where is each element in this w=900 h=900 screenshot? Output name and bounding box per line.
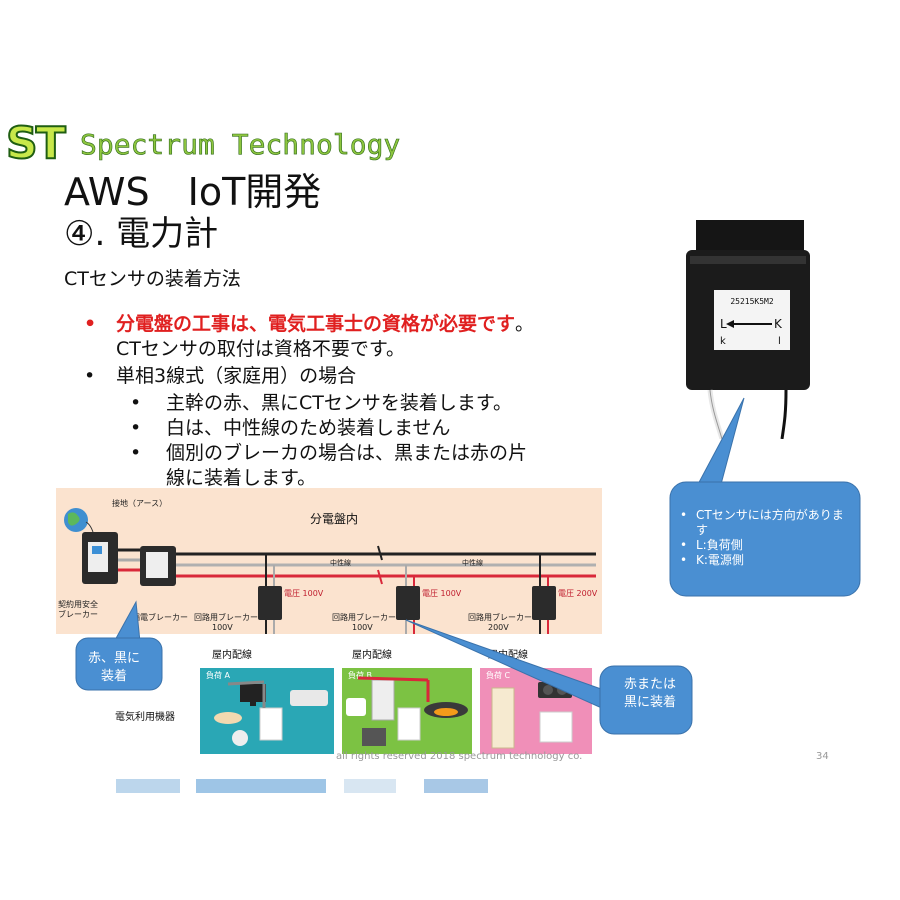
blur-strip xyxy=(196,779,326,793)
callout-left-text: 赤、黒に装着 xyxy=(87,651,140,684)
load-c-label: 負荷 C xyxy=(486,671,511,680)
bullet-item: • 分電盤の工事は、電気工事士の資格が必要です。CTセンサの取付は資格不要です。 xyxy=(84,312,554,362)
indoor-wiring-label-1: 屋内配線 xyxy=(212,650,252,661)
callout-right xyxy=(669,397,861,597)
label-k: K xyxy=(774,317,783,331)
circuit-breaker-voltage-3: 200V xyxy=(488,623,509,632)
devices-label: 電気利用機器 xyxy=(115,712,175,723)
indoor-wiring-label-3: 屋内配線 xyxy=(488,650,528,661)
callout-right-text: •CTセンサには方向があります •L:負荷側 •K:電源側 xyxy=(678,508,854,568)
voltage-label-3: 電圧 200V xyxy=(558,589,598,598)
bullet-dot: • xyxy=(84,365,96,387)
sub-bullet-text: 主幹の赤、黒にCTセンサを装着します。 xyxy=(166,392,512,414)
sub-bullet-item: • 主幹の赤、黒にCTセンサを装着します。 xyxy=(84,391,554,416)
load-a-label: 負荷 A xyxy=(206,671,231,680)
panel-board-diagram: 接地（アース） 分電盤内 契約用安全ブレーカー 漏電ブレーカー 中性線 中性線 … xyxy=(56,488,602,634)
circuit-breaker-label-1: 回路用ブレーカー xyxy=(194,613,258,622)
load-a-panel: 負荷 A xyxy=(200,668,334,754)
circuit-breaker-voltage-2: 100V xyxy=(352,623,373,632)
footer-copyright: all rights reserved 2018 spectrum techno… xyxy=(336,751,583,762)
load-c-appliances xyxy=(491,682,573,749)
bullet-dot: • xyxy=(130,442,142,464)
blur-strip xyxy=(344,779,396,793)
panel-wiring xyxy=(64,508,596,634)
callout-item: •K:電源側 xyxy=(680,553,744,567)
label-k-small: k xyxy=(720,336,726,347)
callout-mid xyxy=(405,619,693,735)
sub-bullet-item: • 個別のブレーカの場合は、黒または赤の片線に装着します。 xyxy=(84,441,554,491)
bullet-list: • 分電盤の工事は、電気工事士の資格が必要です。CTセンサの取付は資格不要です。… xyxy=(84,312,554,491)
label-l: L xyxy=(720,317,727,331)
ct-sensor-illustration: 25215K5M2 L K k l xyxy=(686,220,810,439)
bullet-item: • 単相3線式（家庭用）の場合 xyxy=(84,364,554,389)
neutral-label-1: 中性線 xyxy=(330,559,351,567)
logo-mark: ST xyxy=(5,118,67,169)
logo-text: Spectrum Technology xyxy=(80,128,401,162)
section-heading: CTセンサの装着方法 xyxy=(64,268,241,290)
bullet-dot: • xyxy=(130,417,142,439)
load-b-label: 負荷 B xyxy=(348,671,373,680)
earth-label: 接地（アース） xyxy=(112,499,168,508)
indoor-wiring-label-2: 屋内配線 xyxy=(352,650,392,661)
bullet-dot: • xyxy=(130,392,142,414)
load-b-panel: 負荷 B xyxy=(342,668,472,754)
callout-item: •L:負荷側 xyxy=(680,538,743,552)
callout-left xyxy=(75,600,163,691)
sub-bullet-item: • 白は、中性線のため装着しません xyxy=(84,416,554,441)
leak-breaker-label: 漏電ブレーカー xyxy=(132,613,188,622)
blur-strip xyxy=(116,779,180,793)
sub-bullet-text: 白は、中性線のため装着しません xyxy=(166,417,451,439)
blur-strip xyxy=(424,779,488,793)
bullet-text: 。CTセンサの取付は資格不要です。 xyxy=(116,313,535,360)
circuit-breaker-label-3: 回路用ブレーカー xyxy=(468,613,532,622)
ct-sensor-photo: 25215K5M2 L K k l xyxy=(602,220,900,439)
load-a-appliances xyxy=(214,680,328,746)
voltage-label-1: 電圧 100V xyxy=(284,589,324,598)
slide-subtitle: ④. 電力計 xyxy=(64,214,219,254)
chip-code: 25215K5M2 xyxy=(730,297,774,306)
circuit-breaker-voltage-1: 100V xyxy=(212,623,233,632)
bullet-dot: • xyxy=(84,313,97,335)
slide-title: AWS IoT開発 xyxy=(64,170,322,214)
voltage-label-2: 電圧 100V xyxy=(422,589,462,598)
circuit-breaker-label-2: 回路用ブレーカー xyxy=(332,613,396,622)
callout-mid-text: 赤または黒に装着 xyxy=(623,677,676,710)
callout-item: •CTセンサには方向があります xyxy=(680,508,844,537)
panel-title: 分電盤内 xyxy=(310,512,359,526)
bullet-red-text: 分電盤の工事は、電気工事士の資格が必要です xyxy=(116,313,516,335)
bullet-text: 単相3線式（家庭用）の場合 xyxy=(116,365,357,387)
sub-bullet-text: 個別のブレーカの場合は、黒または赤の片線に装着します。 xyxy=(166,442,528,489)
page-number: 34 xyxy=(816,751,829,762)
load-b-appliances xyxy=(346,676,468,746)
contract-breaker-label: 契約用安全ブレーカー xyxy=(58,600,98,619)
neutral-label-2: 中性線 xyxy=(462,559,483,567)
label-l-small: l xyxy=(778,336,781,347)
